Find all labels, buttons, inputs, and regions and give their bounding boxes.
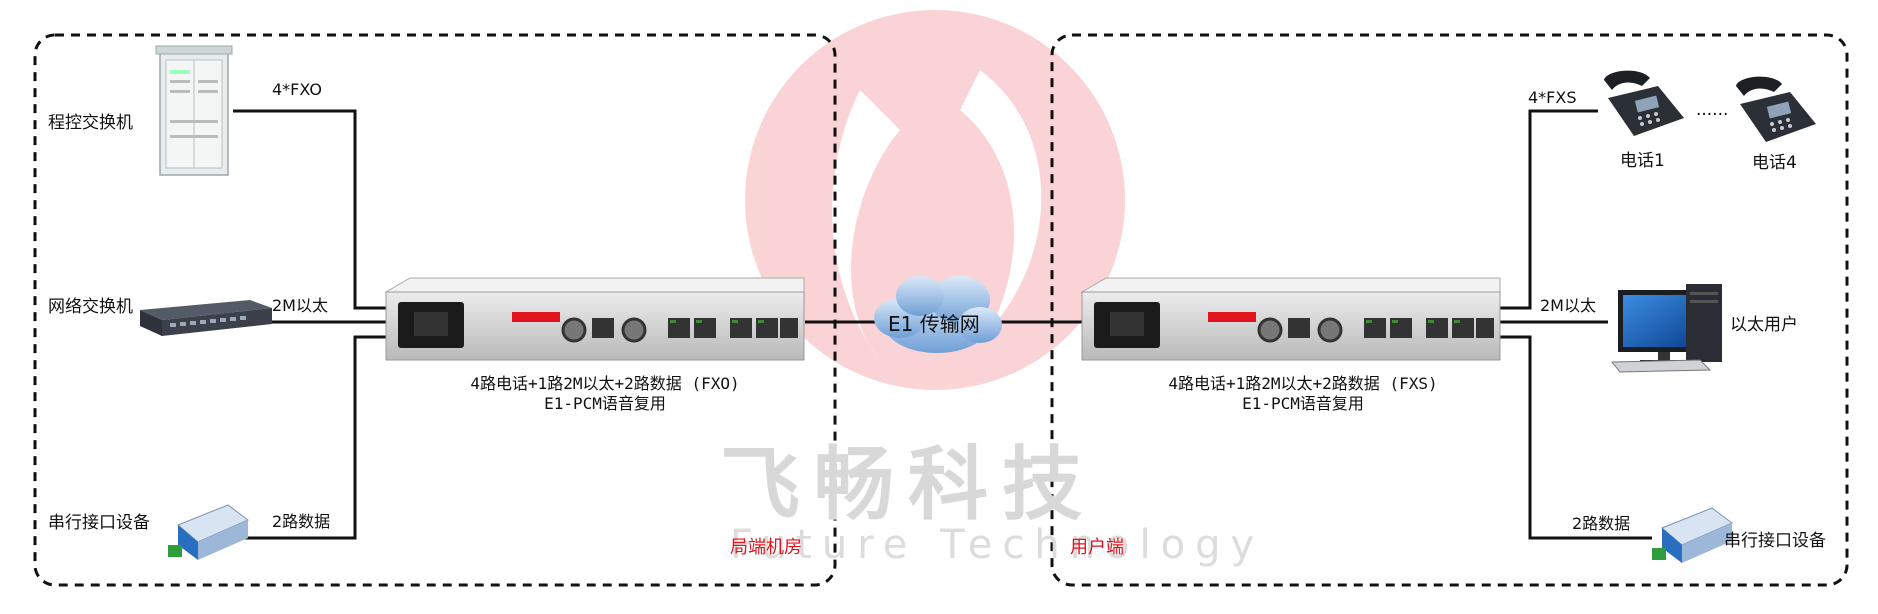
region-box-left [33,33,837,587]
watermark-brand-en: Future Technology [730,522,1265,568]
region-label-right: 用户端 [1070,537,1124,558]
phone1-label: 电话1 [1620,151,1665,171]
fxo-caption-line2: E1-PCM语音复用 [544,394,666,413]
pc-label: 以太用户 [1730,315,1798,335]
phones-ellipsis: ...... [1696,100,1729,120]
right-eth-link-label: 2M以太 [1540,296,1596,315]
phone4-label: 电话4 [1752,153,1797,173]
fxo-caption-line1: 4路电话+1路2M以太+2路数据 (FXO) [470,374,740,393]
pbx-cabinet-icon [155,45,233,176]
pcm-device-fxs [1080,277,1501,361]
left-eth-link-label: 2M以太 [272,296,328,315]
right-data-link-label: 2路数据 [1572,514,1631,533]
fxs-caption-line2: E1-PCM语音复用 [1242,394,1364,413]
serial-device-icon-right [1652,507,1733,563]
region-box-right [1050,33,1849,587]
fxo-device-caption: 4路电话+1路2M以太+2路数据 (FXO) E1-PCM语音复用 [400,374,810,414]
left-serial-label: 串行接口设备 [48,513,150,533]
cloud-icon [874,276,1002,353]
fxo-link-label: 4*FXO [272,80,322,99]
region-label-left: 局端机房 [730,537,802,558]
pc-icon [1610,284,1722,373]
fxs-link-label: 4*FXS [1528,88,1577,107]
right-serial-label: 串行接口设备 [1724,531,1826,551]
logo-watermark [745,10,1125,390]
cloud-label: E1 传输网 [888,312,980,336]
fxs-caption-line1: 4路电话+1路2M以太+2路数据 (FXS) [1168,374,1438,393]
fxs-device-caption: 4路电话+1路2M以太+2路数据 (FXS) E1-PCM语音复用 [1098,374,1508,414]
switch-label: 网络交换机 [48,297,133,317]
phone-icon-1 [1604,70,1684,136]
pbx-label: 程控交换机 [48,113,133,133]
left-data-link-label: 2路数据 [272,512,331,531]
watermark-brand-cn: 飞畅科技 [720,438,1096,531]
serial-device-icon-left [168,504,249,560]
phone-icon-4 [1736,76,1816,142]
network-switch-icon [140,300,272,336]
left-links [233,109,388,540]
pcm-device-fxo [384,277,805,361]
right-links [1500,109,1652,540]
